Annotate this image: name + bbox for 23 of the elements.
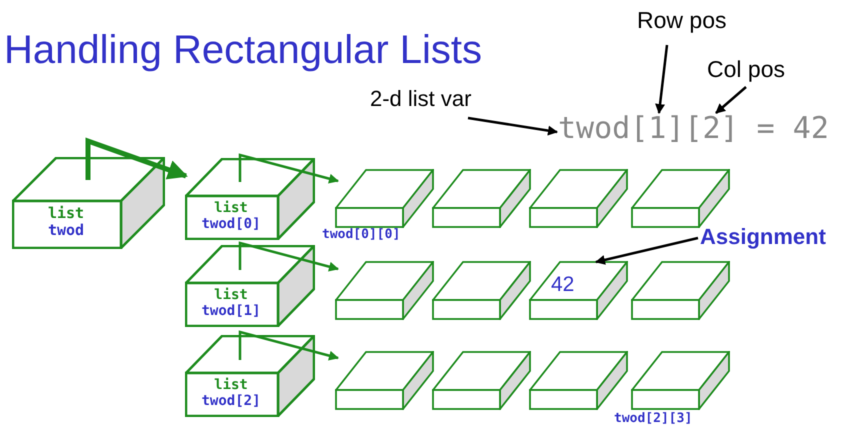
leader-arrow xyxy=(595,236,698,265)
variable-name: twod[2] xyxy=(202,394,260,408)
type-label: list xyxy=(214,288,248,302)
code-expression: twod[1][2] = 42 xyxy=(558,114,829,144)
annotation-text: Row pos xyxy=(637,9,726,32)
type-label: list xyxy=(48,206,84,221)
index-label: twod[0][0] xyxy=(322,228,400,241)
index-label: twod[2][3] xyxy=(614,412,692,425)
cell-value: 42 xyxy=(551,274,574,295)
variable-name: twod xyxy=(48,223,84,238)
pointer-arrow xyxy=(238,241,339,272)
leader-arrow xyxy=(655,44,668,114)
type-label: list xyxy=(214,378,248,392)
pointer-arrow xyxy=(86,137,188,180)
annotation-text: Assignment xyxy=(700,226,826,248)
variable-name: twod[1] xyxy=(202,304,260,318)
leader-arrow xyxy=(715,86,747,114)
type-label: list xyxy=(214,201,248,215)
variable-name: twod[0] xyxy=(202,217,260,231)
leader-arrow xyxy=(468,116,558,136)
annotation-text: Col pos xyxy=(707,58,785,81)
annotation-text: 2-d list var xyxy=(370,88,472,110)
slide-title: Handling Rectangular Lists xyxy=(4,30,482,70)
